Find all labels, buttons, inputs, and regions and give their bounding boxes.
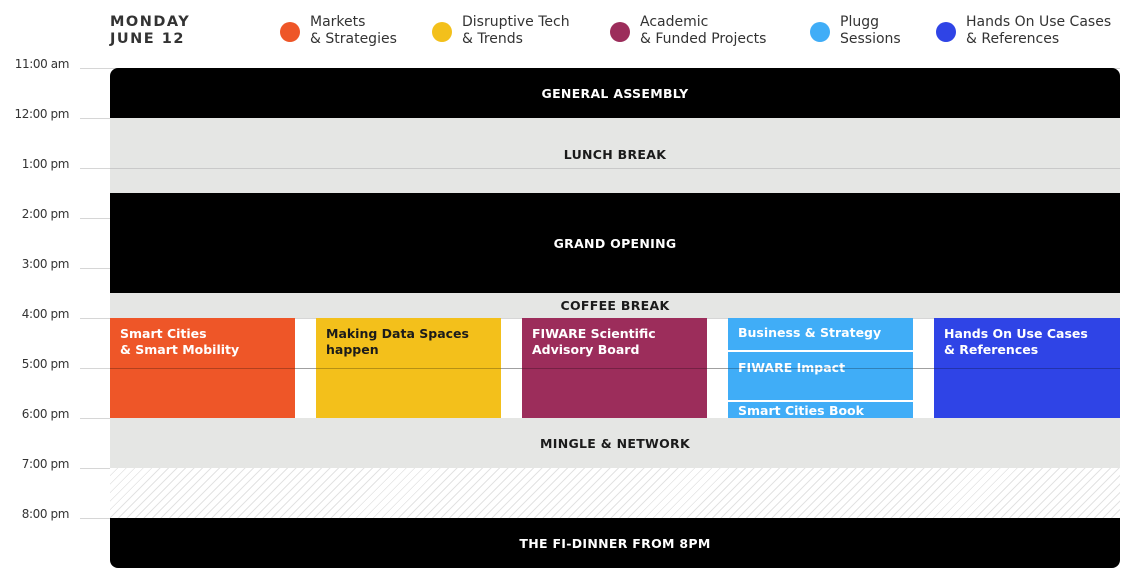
session-hands-on[interactable]: Hands On Use Cases & References: [934, 318, 1120, 418]
session-title-line2: & Smart Mobility: [120, 342, 240, 357]
coffee-break-block[interactable]: COFFEE BREAK: [110, 293, 1120, 318]
plugg-sessions-column: Business & Strategy FIWARE Impact Smart …: [728, 318, 913, 418]
day-heading: MONDAY JUNE 12: [110, 14, 190, 48]
legend-label-line2: & Funded Projects: [640, 31, 767, 47]
block-title: THE FI-DINNER FROM 8PM: [519, 535, 711, 551]
legend-item-disruptive-tech: Disruptive Tech& Trends: [432, 14, 570, 48]
session-fiware-impact[interactable]: FIWARE Impact: [738, 360, 846, 375]
legend-dot-hands-on: [936, 22, 956, 42]
legend-label-line2: & Trends: [462, 31, 523, 47]
time-label: 4:00 pm: [21, 307, 70, 321]
session-divider: [728, 350, 913, 352]
time-label: 2:00 pm: [21, 207, 70, 221]
session-title-line2: happen: [326, 342, 379, 357]
session-title-line1: FIWARE Scientific: [532, 326, 656, 341]
session-making-data-spaces[interactable]: Making Data Spaces happen: [316, 318, 501, 418]
block-hour-line: [110, 168, 1120, 169]
legend-dot-plugg: [810, 22, 830, 42]
legend-item-academic: Academic& Funded Projects: [610, 14, 766, 48]
session-divider: [728, 400, 913, 402]
legend-label-line1: Academic: [640, 14, 709, 30]
general-assembly-block[interactable]: GENERAL ASSEMBLY: [110, 68, 1120, 118]
hour-gridline-overlay: [110, 368, 1120, 369]
legend-item-hands-on: Hands On Use Cases& References: [936, 14, 1111, 48]
session-fiware-scientific[interactable]: FIWARE Scientific Advisory Board: [522, 318, 707, 418]
session-smart-cities-book[interactable]: Smart Cities Book: [738, 403, 864, 418]
session-title-line2: & References: [944, 342, 1039, 357]
mingle-network-block[interactable]: MINGLE & NETWORK: [110, 418, 1120, 468]
block-title: GENERAL ASSEMBLY: [541, 85, 689, 101]
session-title-line1: Making Data Spaces: [326, 326, 469, 341]
time-label: 5:00 pm: [21, 357, 70, 371]
legend-item-markets: Markets& Strategies: [280, 14, 397, 48]
session-title-line1: Hands On Use Cases: [944, 326, 1088, 341]
block-title: LUNCH BREAK: [563, 147, 667, 162]
time-label: 8:00 pm: [21, 507, 70, 521]
legend-label-line1: Hands On Use Cases: [966, 14, 1112, 30]
legend-label-line2: & Strategies: [310, 31, 397, 47]
time-label: 12:00 pm: [14, 107, 69, 121]
block-title: COFFEE BREAK: [560, 298, 670, 313]
fi-dinner-block[interactable]: THE FI-DINNER FROM 8PM: [110, 518, 1120, 568]
legend-dot-markets: [280, 22, 300, 42]
grand-opening-block[interactable]: GRAND OPENING: [110, 193, 1120, 293]
legend-label-line1: Plugg: [840, 14, 879, 30]
date-label: JUNE 12: [110, 31, 185, 47]
legend-label-line2: Sessions: [840, 31, 901, 47]
legend-dot-disruptive-tech: [432, 22, 452, 42]
empty-hatched-slot: [110, 468, 1120, 518]
session-title-line1: Smart Cities: [120, 326, 207, 341]
legend-dot-academic: [610, 22, 630, 42]
block-title: GRAND OPENING: [553, 235, 677, 251]
lunch-break-block[interactable]: LUNCH BREAK: [110, 118, 1120, 193]
legend-label-line1: Disruptive Tech: [462, 14, 570, 30]
block-title: MINGLE & NETWORK: [540, 435, 690, 451]
time-label: 1:00 pm: [21, 157, 70, 171]
day-label: MONDAY: [110, 14, 191, 30]
time-label: 7:00 pm: [21, 457, 70, 471]
session-smart-cities[interactable]: Smart Cities & Smart Mobility: [110, 318, 295, 418]
session-title-line2: Advisory Board: [532, 342, 640, 357]
legend-label-line1: Markets: [310, 14, 366, 30]
legend-label-line2: & References: [966, 31, 1060, 47]
time-label: 3:00 pm: [21, 257, 70, 271]
time-label: 6:00 pm: [21, 407, 70, 421]
session-business-strategy[interactable]: Business & Strategy: [738, 325, 882, 340]
time-label: 11:00 am: [14, 57, 70, 71]
